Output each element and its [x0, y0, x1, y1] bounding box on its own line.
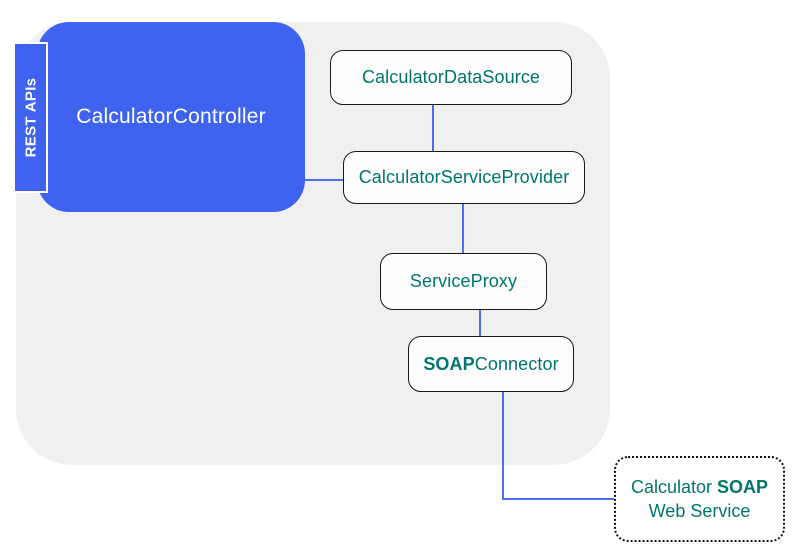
calculator-serviceprovider-node: CalculatorServiceProvider	[343, 151, 585, 204]
calculator-soap-web-service-label: Calculator SOAP Web Service	[631, 475, 768, 524]
soap-connector-label-regular: Connector	[474, 353, 559, 374]
calculator-serviceprovider-label: CalculatorServiceProvider	[358, 167, 570, 187]
connector-to-webservice-segment	[502, 498, 614, 500]
calculator-controller-node: CalculatorController	[37, 22, 305, 212]
service-proxy-node: ServiceProxy	[380, 253, 547, 310]
web-service-label-line1-regular: Calculator	[630, 476, 718, 497]
connector-serviceproxy-to-soapconnector	[479, 310, 481, 336]
web-service-label-line2: Web Service	[648, 501, 751, 521]
web-service-label-line1-bold: SOAP	[717, 476, 769, 497]
calculator-datasource-node: CalculatorDataSource	[330, 50, 572, 105]
connector-controller-to-serviceprovider	[305, 179, 343, 181]
soap-connector-node: SOAPConnector	[408, 336, 574, 392]
calculator-controller-label: CalculatorController	[76, 105, 266, 128]
service-proxy-label: ServiceProxy	[409, 271, 518, 291]
connector-datasource-to-serviceprovider	[432, 105, 434, 151]
soap-connector-label: SOAPConnector	[423, 354, 558, 375]
rest-apis-tab: REST APIs	[13, 42, 48, 193]
rest-apis-label: REST APIs	[22, 77, 40, 158]
calculator-soap-web-service-node: Calculator SOAP Web Service	[614, 456, 785, 542]
soap-connector-label-bold: SOAP	[423, 353, 475, 374]
connector-soapconnector-down-segment	[502, 392, 504, 500]
connector-serviceprovider-to-serviceproxy	[462, 204, 464, 253]
calculator-datasource-label: CalculatorDataSource	[361, 67, 541, 87]
